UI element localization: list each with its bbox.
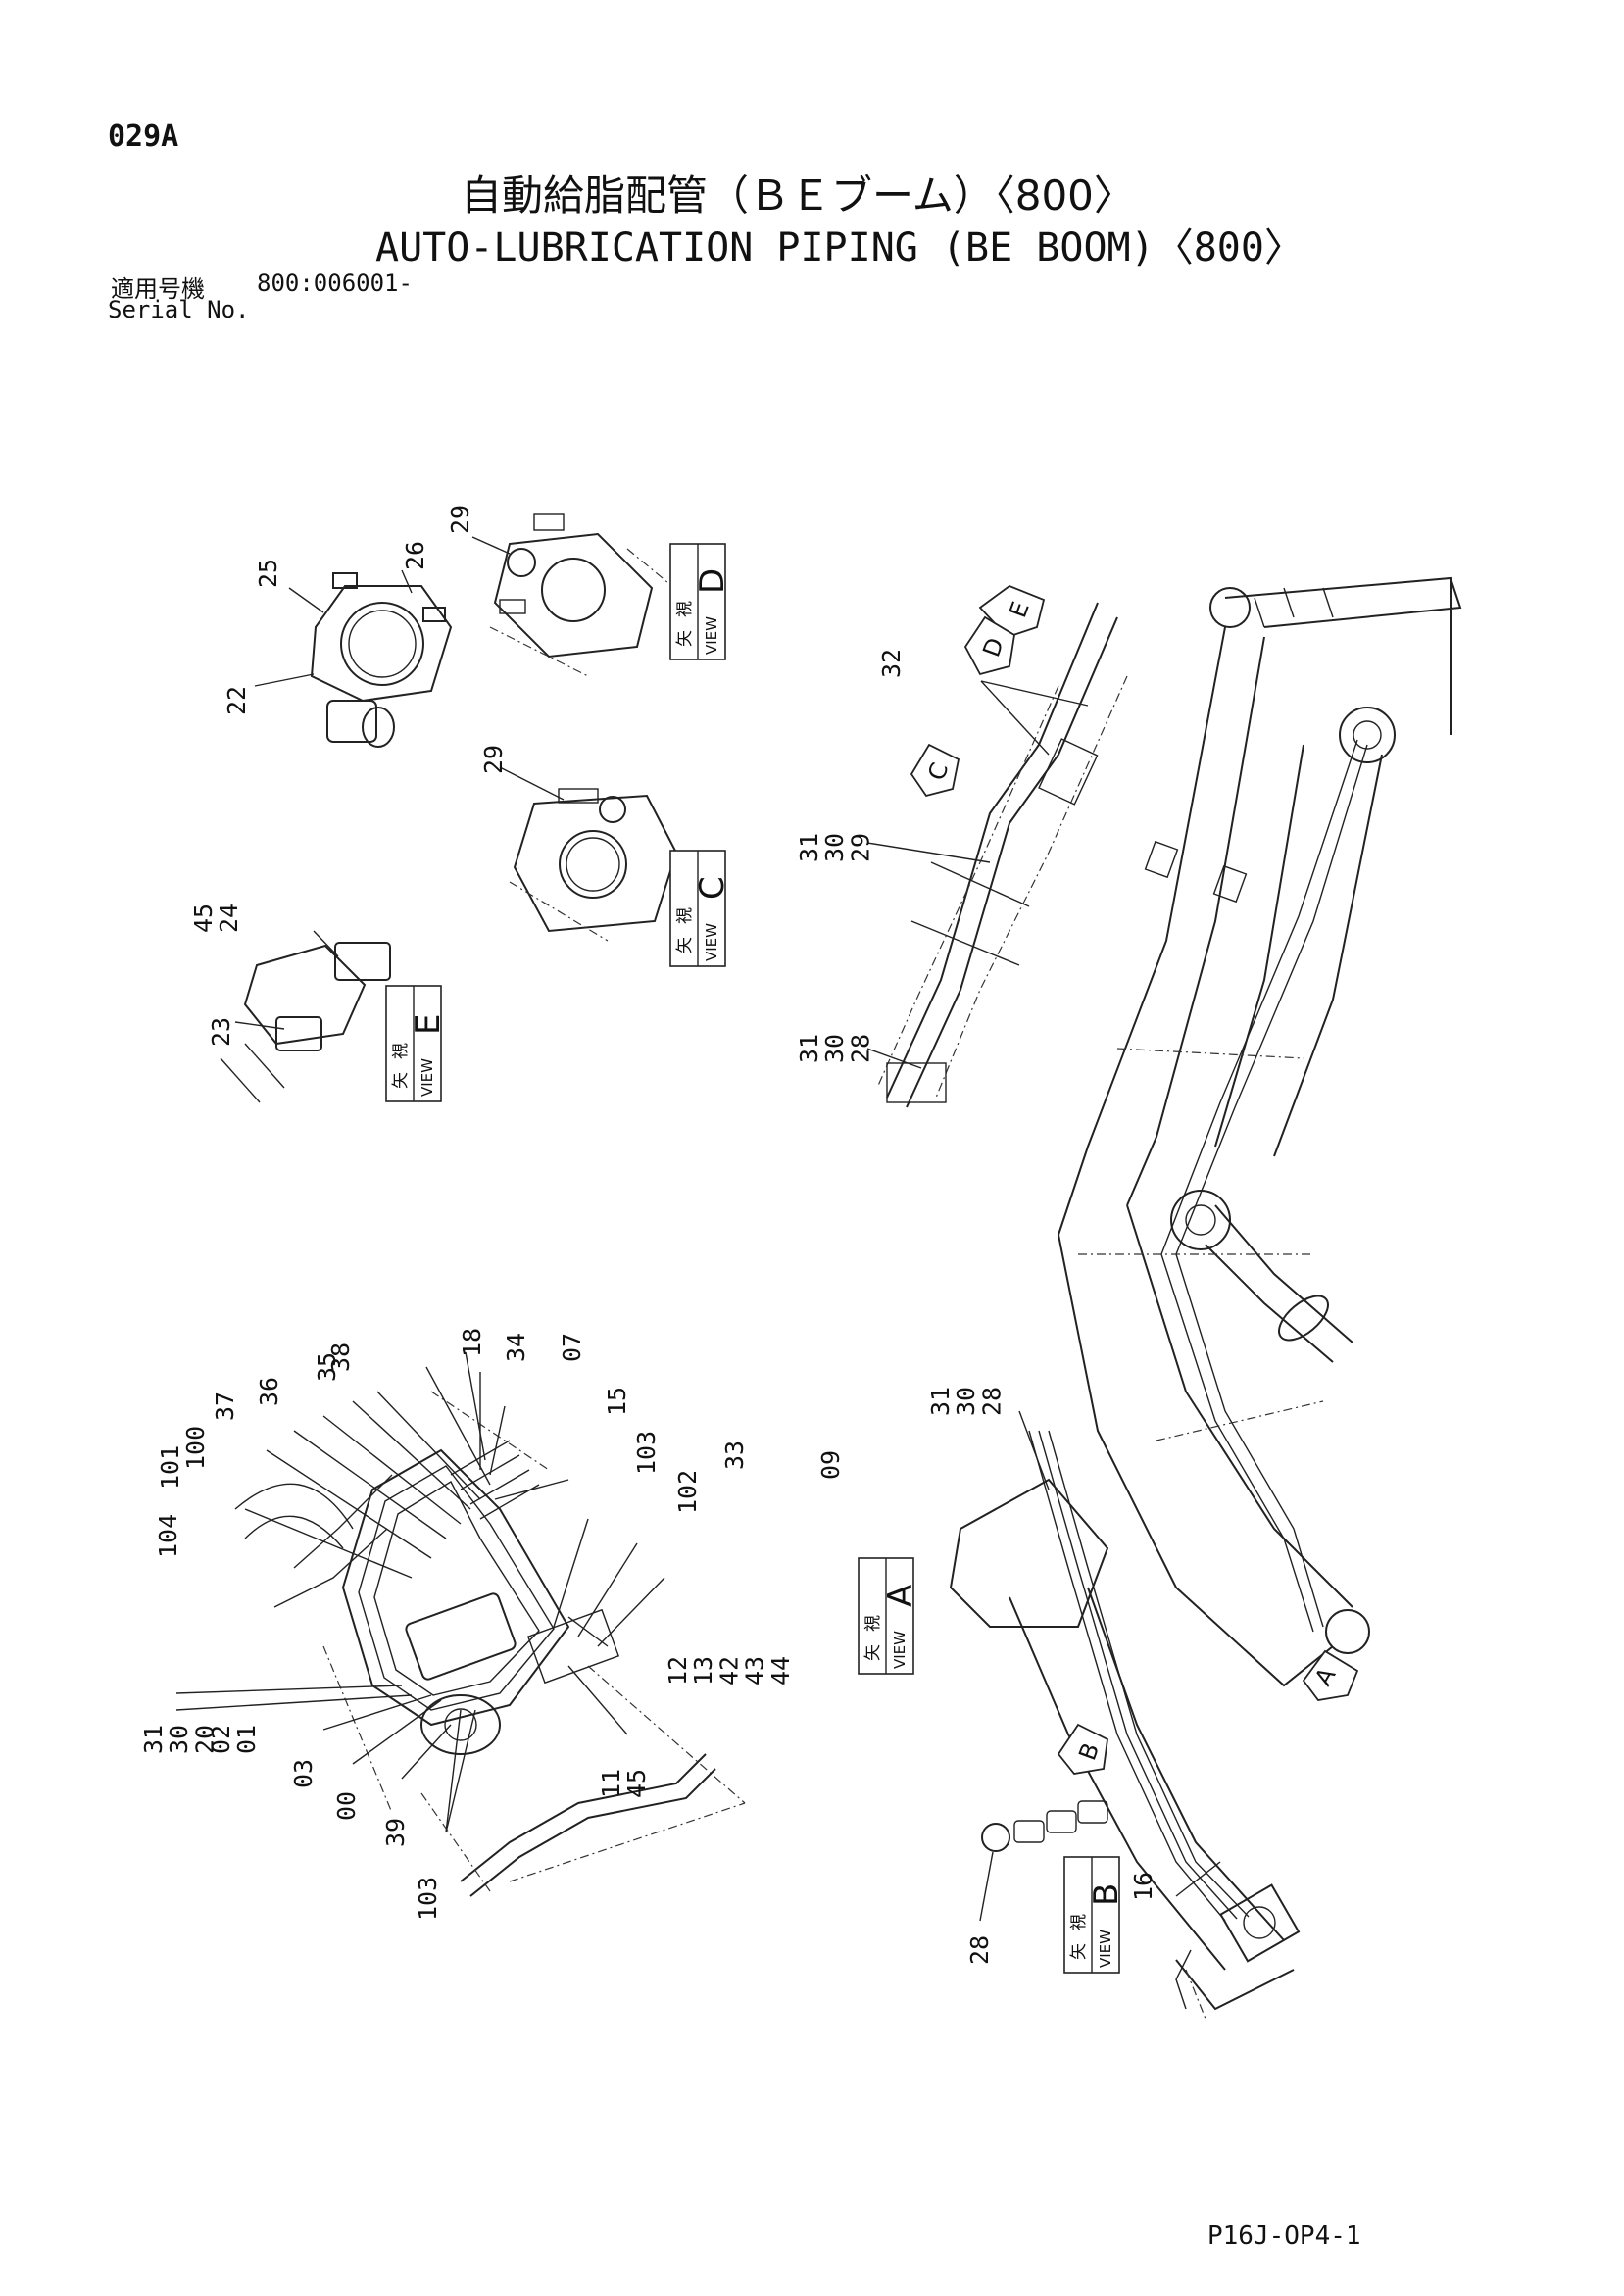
svg-text:A: A: [881, 1585, 920, 1607]
part-33: 33: [720, 1441, 749, 1470]
part-36: 36: [255, 1377, 283, 1406]
part-38: 38: [326, 1343, 355, 1372]
svg-text:VIEW: VIEW: [703, 923, 720, 961]
view-e-detail: [220, 930, 391, 1103]
title-japanese: 自動給脂配管（ＢＥブーム）〈800〉: [461, 171, 1135, 220]
part-104: 104: [154, 1514, 182, 1558]
part-09: 09: [816, 1450, 845, 1480]
part-103-lower: 103: [414, 1877, 442, 1921]
part-102: 102: [673, 1470, 702, 1514]
view-label-e: 矢 視 VIEW E: [385, 985, 448, 1102]
part-03: 03: [289, 1759, 318, 1788]
part-29-view-c: 29: [479, 745, 508, 774]
svg-text:視: 視: [1069, 1914, 1089, 1930]
svg-text:D: D: [693, 568, 732, 594]
part-28-view-b: 28: [965, 1935, 994, 1965]
view-arrow-c: C: [910, 743, 960, 798]
view-a-detail: [234, 1391, 746, 1897]
boom-assembly: [1058, 576, 1462, 1687]
part-29-view-d: 29: [446, 505, 474, 534]
part-02-01: 0201: [207, 1725, 261, 1754]
svg-text:B: B: [1087, 1883, 1126, 1906]
serial-label-english: Serial No.: [108, 296, 250, 323]
part-11-45: 1145: [597, 1769, 651, 1798]
arm-piping-detail: [876, 602, 1128, 1108]
part-07: 07: [558, 1333, 586, 1362]
serial-number-value: 800:006001-: [257, 269, 413, 297]
svg-text:VIEW: VIEW: [1097, 1930, 1114, 1968]
svg-text:視: 視: [675, 601, 695, 617]
part-16: 16: [1129, 1872, 1157, 1901]
part-26: 26: [401, 541, 429, 570]
part-00: 00: [332, 1791, 361, 1821]
part-22: 22: [222, 686, 251, 715]
svg-text:視: 視: [863, 1615, 883, 1632]
part-103-upper: 103: [632, 1431, 661, 1475]
part-35: 35: [313, 1352, 341, 1382]
page-reference: P16J-OP4-1: [1207, 2222, 1361, 2251]
view-c-detail: [499, 766, 678, 942]
svg-text:矢: 矢: [675, 630, 695, 647]
view-arrow-a: A: [1302, 1649, 1359, 1701]
view-arrow-d: D: [963, 615, 1015, 676]
view-label-b: 矢 視 VIEW B: [1063, 1856, 1126, 1974]
view-b-detail: [949, 1430, 1301, 2020]
svg-text:VIEW: VIEW: [703, 616, 720, 655]
svg-text:VIEW: VIEW: [418, 1058, 436, 1097]
part-45-24-view-e: 4524: [189, 904, 243, 933]
svg-text:VIEW: VIEW: [891, 1631, 909, 1669]
svg-text:視: 視: [675, 907, 695, 924]
svg-text:E: E: [409, 1014, 448, 1035]
part-23: 23: [207, 1017, 235, 1047]
svg-text:C: C: [693, 876, 732, 900]
part-34: 34: [502, 1333, 530, 1362]
svg-text:矢: 矢: [863, 1644, 883, 1661]
view-arrow-b: B: [1057, 1723, 1108, 1775]
drawing-code: 029A: [108, 120, 179, 154]
part-31-30-20: 313020: [139, 1725, 220, 1754]
part-100: 100: [181, 1426, 210, 1470]
svg-text:視: 視: [391, 1043, 411, 1059]
view-d-detail: [471, 513, 687, 677]
part-101: 101: [156, 1445, 184, 1490]
part-12-13-42-43-44: 1213424344: [664, 1656, 795, 1685]
view-label-c: 矢 視 VIEW C: [669, 850, 732, 967]
svg-text:矢: 矢: [675, 937, 695, 953]
title-english: AUTO-LUBRICATION PIPING (BE BOOM)〈800〉: [375, 225, 1304, 270]
leader-lines: [175, 680, 1221, 1922]
part-31-30-29: 313029: [795, 833, 875, 862]
part-18: 18: [458, 1328, 486, 1357]
part-39: 39: [381, 1818, 410, 1847]
part-25: 25: [254, 559, 282, 588]
svg-text:矢: 矢: [1069, 1943, 1089, 1960]
part-31-30-28-view-b: 313028: [926, 1387, 1007, 1416]
part-37: 37: [211, 1392, 239, 1421]
part-15: 15: [603, 1387, 631, 1416]
svg-text:矢: 矢: [391, 1072, 411, 1089]
part-32: 32: [877, 649, 906, 678]
part-numbers: 25 26 22 29 29 4524 23 32 313029 313028 …: [139, 505, 1157, 1965]
serial-label-japanese: 適用号機: [111, 275, 205, 303]
clamp-detail: [254, 569, 453, 748]
part-31-30-28-arm: 313028: [795, 1034, 875, 1063]
view-label-d: 矢 視 VIEW D: [669, 543, 732, 660]
view-label-a: 矢 視 VIEW A: [858, 1557, 920, 1675]
